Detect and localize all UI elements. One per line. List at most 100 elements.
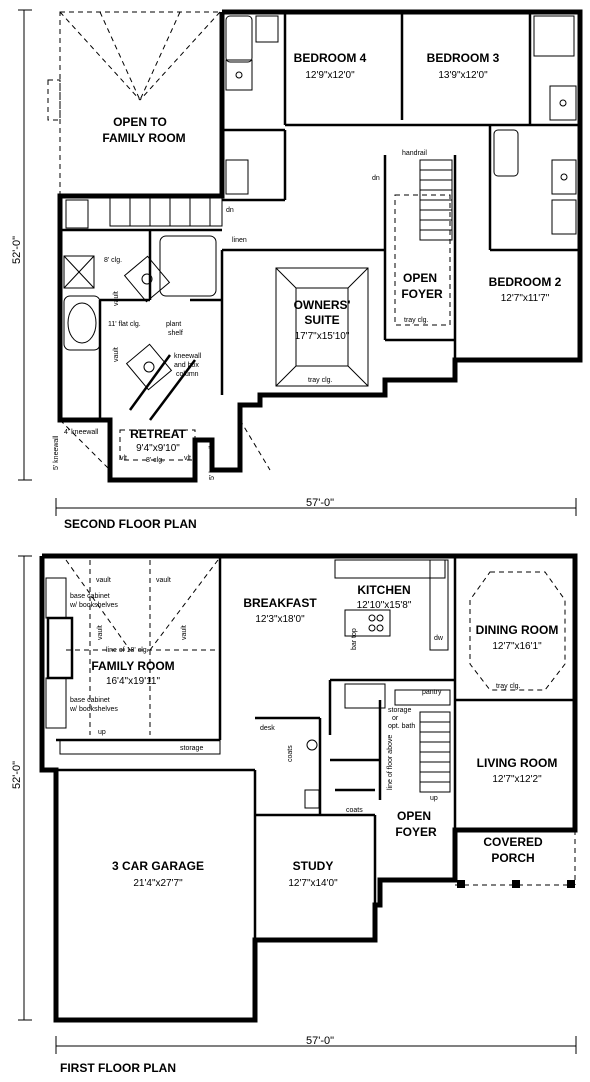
bedroom4-label: BEDROOM 4 xyxy=(294,51,367,65)
bedroom2-size: 12'7"x11'7" xyxy=(501,293,550,304)
first-floor-stairs xyxy=(59,711,451,793)
second-floor-depth-dimension: 52'-0" xyxy=(11,9,32,481)
up-note-2: up xyxy=(430,795,438,802)
second-open-foyer-label-2: FOYER xyxy=(401,287,443,301)
bedroom3-size: 13'9"x12'0" xyxy=(438,70,488,81)
second-floor-plan: 52'-0" 57'-0" OPEN TO FAMILY ROOM xyxy=(11,9,583,531)
kitchen-label: KITCHEN xyxy=(357,583,410,597)
open-to-family-label-2: FAMILY ROOM xyxy=(102,131,185,145)
living-label: LIVING ROOM xyxy=(477,756,558,770)
coats-note-1: coats xyxy=(287,745,294,762)
plant-shelf-note-2: shelf xyxy=(168,330,183,337)
storage-note: storage xyxy=(180,745,203,752)
vault-note-4: vault xyxy=(156,577,171,584)
breakfast-size: 12'3"x18'0" xyxy=(255,614,305,625)
second-floor-stairs xyxy=(109,159,453,326)
clg8-note: 8' clg. xyxy=(104,257,122,264)
pantry-note: pantry xyxy=(422,689,442,696)
second-floor-depth-label: 52'-0" xyxy=(11,236,23,264)
family-label: FAMILY ROOM xyxy=(91,659,174,673)
linen-note: linen xyxy=(232,237,247,244)
powder-room-fixtures xyxy=(304,739,320,809)
kneewall-note-2: and box xyxy=(174,362,199,369)
first-floor-depth-label: 52'-0" xyxy=(11,761,23,789)
dining-label: DINING ROOM xyxy=(476,623,559,637)
first-floor-depth-dimension: 52'-0" xyxy=(11,555,32,1021)
first-tray-clg-note: tray clg. xyxy=(496,683,521,690)
storage-note-1: storage xyxy=(388,707,411,714)
second-open-foyer-label-1: OPEN xyxy=(403,271,437,285)
storage-note-2: or xyxy=(392,715,399,722)
garage-size: 21'4"x27'7" xyxy=(133,878,183,889)
kitchen-size: 12'10"x15'8" xyxy=(357,600,412,611)
covered-porch-label-1: COVERED xyxy=(483,835,543,849)
tray-clg-foyer-note: tray clg. xyxy=(404,317,429,324)
study-label: STUDY xyxy=(293,859,334,873)
base-cabinet-note-4: w/ bookshelves xyxy=(69,706,118,713)
base-cabinet-note-2: w/ bookshelves xyxy=(69,602,118,609)
retreat-clg-note: 8' clg. xyxy=(146,457,164,464)
owners-suite-size: 17'7"x15'10" xyxy=(295,331,350,342)
retreat-area xyxy=(59,419,271,471)
retreat-size: 9'4"x9'10" xyxy=(136,443,180,454)
dining-size: 12'7"x16'1" xyxy=(492,641,542,652)
first-open-foyer-label-1: OPEN xyxy=(397,809,431,823)
family-size: 16'4"x19'11" xyxy=(106,676,161,687)
dn-note-left: dn xyxy=(226,207,234,214)
vault-note-3: vault xyxy=(96,577,111,584)
coats-note-2: coats xyxy=(346,807,363,814)
bedroom3-label: BEDROOM 3 xyxy=(427,51,500,65)
dn-note-upper: dn xyxy=(372,175,380,182)
first-floor-width-dimension: 57'-0" xyxy=(55,1035,577,1054)
flat-clg-note: 11' flat clg. xyxy=(108,321,141,328)
handrail-note: handrail xyxy=(402,150,427,157)
owners-suite-label-2: SUITE xyxy=(304,313,339,327)
second-floor-width-dimension: 57'-0" xyxy=(55,497,577,516)
open-to-family-room-area: OPEN TO FAMILY ROOM xyxy=(47,11,221,197)
family-room-fixtures xyxy=(45,559,219,735)
second-floor-title: SECOND FLOOR PLAN xyxy=(64,517,197,531)
second-floor-walls xyxy=(57,9,583,483)
storage-note-3: opt. bath xyxy=(388,723,415,730)
owners-suite-label-1: OWNERS' xyxy=(294,298,351,312)
dining-tray-ceiling xyxy=(469,571,566,691)
base-cabinet-note-1: base cabinet xyxy=(70,593,110,600)
owners-suite-tray-ceiling xyxy=(275,267,369,387)
garage-label: 3 CAR GARAGE xyxy=(112,859,204,873)
knee5-note-right: 5' kneewall xyxy=(209,445,216,480)
open-to-family-label-1: OPEN TO xyxy=(113,115,167,129)
porch-area xyxy=(455,830,576,888)
first-floor-width-label: 57'-0" xyxy=(306,1035,334,1047)
vault-note-6: vault xyxy=(181,625,188,640)
bedroom4-size: 12'9"x12'0" xyxy=(305,70,355,81)
knee5-note-left: 5' kneewall xyxy=(53,435,60,470)
study-size: 12'7"x14'0" xyxy=(288,878,338,889)
second-floor-width-label: 57'-0" xyxy=(306,497,334,509)
kitchen-fixtures xyxy=(334,559,451,709)
kneewall-note-3: column xyxy=(176,371,199,378)
vault-note-5: vault xyxy=(97,625,104,640)
kneewall-note-1: kneewall xyxy=(174,353,202,360)
vlt-note-right: vlt xyxy=(184,455,191,462)
bedroom2-label: BEDROOM 2 xyxy=(489,275,562,289)
retreat-label: RETREAT xyxy=(130,427,186,441)
bar-top-note: bar top xyxy=(351,628,358,650)
tray-clg-note: tray clg. xyxy=(308,377,333,384)
vault-note-2: vault xyxy=(113,347,120,362)
vlt-note-left: vlt xyxy=(120,455,127,462)
plant-shelf-note-1: plant xyxy=(166,321,181,328)
up-note-1: up xyxy=(98,729,106,736)
first-floor-title: FIRST FLOOR PLAN xyxy=(60,1061,176,1075)
dw-note: dw xyxy=(434,635,444,642)
vault-note-1: vault xyxy=(113,291,120,306)
living-size: 12'7"x12'2" xyxy=(492,774,542,785)
first-floor-plan: 52'-0" 57'-0" xyxy=(11,553,578,1075)
desk-note: desk xyxy=(260,725,275,732)
breakfast-label: BREAKFAST xyxy=(243,596,317,610)
line-floor-note: line of floor above xyxy=(387,735,394,790)
knee4-note: 4' kneewall xyxy=(64,429,99,436)
base-cabinet-note-3: base cabinet xyxy=(70,697,110,704)
first-open-foyer-label-2: FOYER xyxy=(395,825,437,839)
covered-porch-label-2: PORCH xyxy=(491,851,534,865)
